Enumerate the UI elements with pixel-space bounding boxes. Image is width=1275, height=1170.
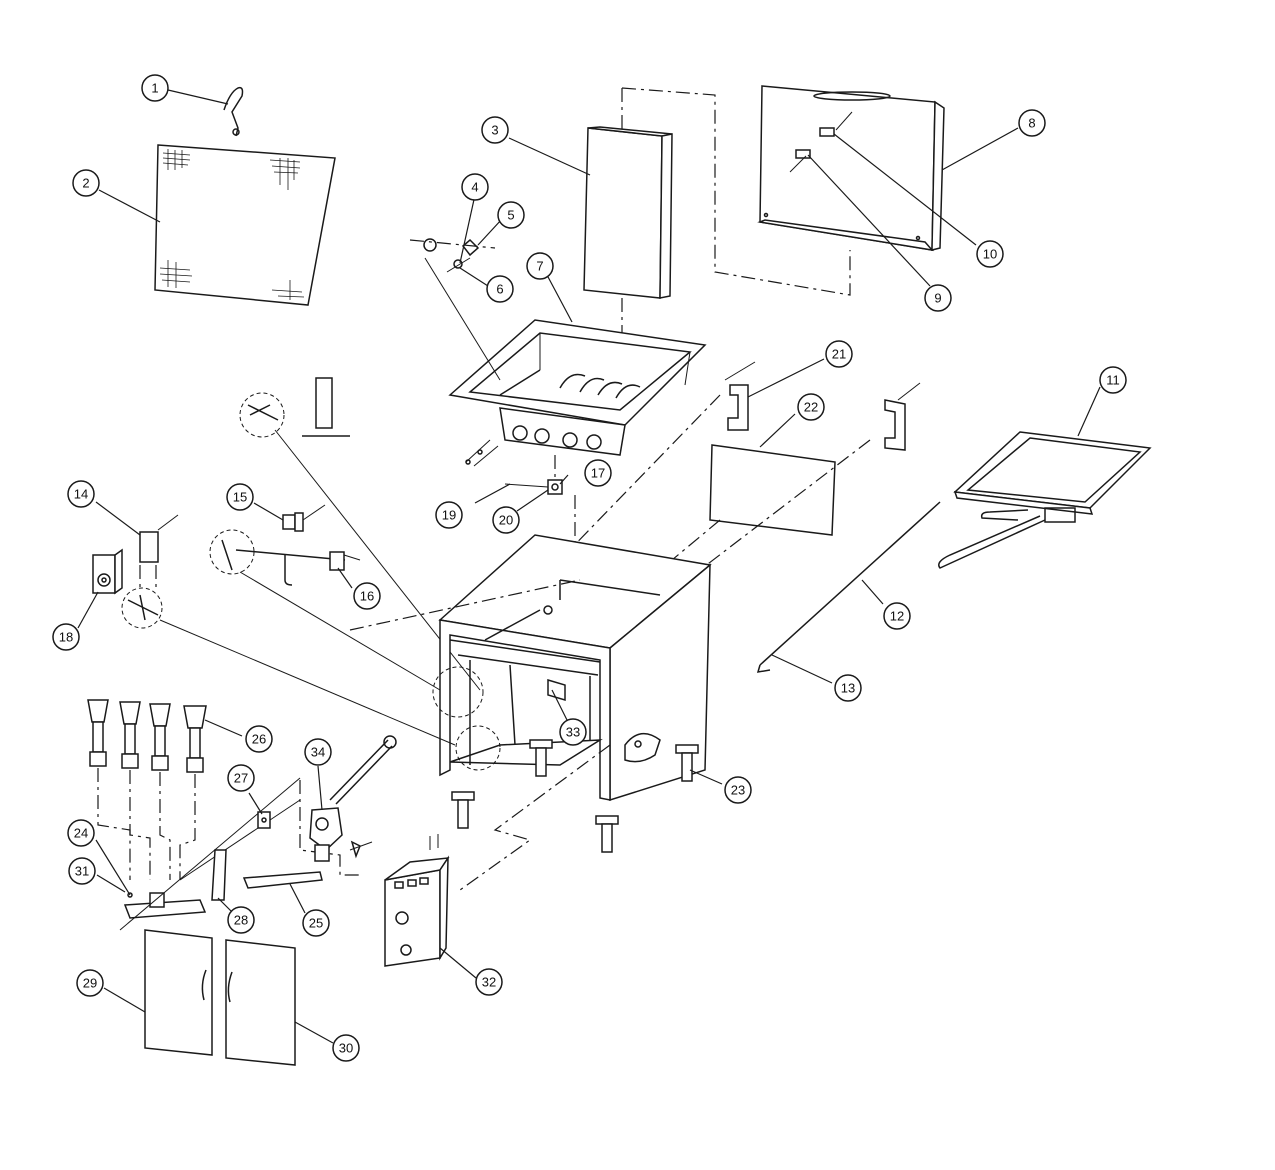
callout-4: 4	[461, 173, 489, 201]
svg-text:29: 29	[83, 976, 97, 991]
part-8-back-panel	[757, 85, 945, 252]
svg-text:3: 3	[491, 123, 498, 138]
callout-8: 8	[1018, 109, 1046, 137]
svg-text:14: 14	[74, 487, 88, 502]
svg-text:19: 19	[442, 508, 456, 523]
svg-text:6: 6	[496, 282, 503, 297]
callout-26: 26	[245, 725, 273, 753]
callout-32: 32	[475, 968, 503, 996]
callout-12: 12	[883, 602, 911, 630]
part-26-burners	[87, 699, 207, 880]
callout-7: 7	[526, 252, 554, 280]
svg-text:9: 9	[934, 291, 941, 306]
callout-24: 24	[67, 819, 95, 847]
callout-33: 33	[559, 718, 587, 746]
svg-text:1: 1	[151, 81, 158, 96]
part-34-gas-valve	[309, 735, 397, 862]
callout-31: 31	[68, 857, 96, 885]
svg-text:27: 27	[234, 771, 248, 786]
svg-text:34: 34	[311, 745, 325, 760]
svg-text:18: 18	[59, 630, 73, 645]
callout-14: 14	[67, 480, 95, 508]
callout-28: 28	[227, 906, 255, 934]
svg-text:25: 25	[309, 916, 323, 931]
callout-5: 5	[497, 201, 525, 229]
svg-text:32: 32	[482, 975, 496, 990]
part-32-control-box	[384, 834, 450, 967]
svg-text:17: 17	[591, 466, 605, 481]
callout-20: 20	[492, 506, 520, 534]
parts-17-19-20-fitting	[504, 455, 576, 560]
part-22-panel	[709, 444, 836, 536]
callout-9: 9	[924, 284, 952, 312]
callout-22: 22	[797, 393, 825, 421]
svg-text:5: 5	[507, 208, 514, 223]
leader-lines	[77, 89, 1101, 1044]
callout-34: 34	[304, 738, 332, 766]
svg-text:4: 4	[471, 180, 478, 195]
callout-29: 29	[76, 969, 104, 997]
callout-23: 23	[724, 776, 752, 804]
svg-text:11: 11	[1106, 373, 1120, 388]
callout-11: 11	[1099, 366, 1127, 394]
svg-text:21: 21	[832, 347, 846, 362]
callout-13: 13	[834, 674, 862, 702]
svg-text:31: 31	[75, 864, 89, 879]
callout-25: 25	[302, 909, 330, 937]
svg-text:30: 30	[339, 1041, 353, 1056]
svg-text:12: 12	[890, 609, 904, 624]
part-1-hook	[223, 86, 244, 137]
callout-27: 27	[227, 764, 255, 792]
part-7-burner-pot	[448, 319, 707, 467]
svg-text:15: 15	[233, 490, 247, 505]
svg-text:16: 16	[360, 589, 374, 604]
callout-18: 18	[52, 623, 80, 651]
svg-text:2: 2	[82, 176, 89, 191]
svg-text:10: 10	[983, 247, 997, 262]
part-12-13-rod	[756, 501, 941, 673]
svg-text:26: 26	[252, 732, 266, 747]
callout-3: 3	[481, 116, 509, 144]
part-3-plate	[583, 126, 673, 299]
callout-15: 15	[226, 483, 254, 511]
callout-19: 19	[435, 501, 463, 529]
svg-text:7: 7	[536, 259, 543, 274]
svg-text:22: 22	[804, 400, 818, 415]
parts-29-30-doors	[144, 929, 296, 1066]
main-cabinet	[432, 534, 712, 802]
callout-16: 16	[353, 582, 381, 610]
svg-text:8: 8	[1028, 116, 1035, 131]
svg-text:24: 24	[74, 826, 88, 841]
callout-17: 17	[584, 459, 612, 487]
bracket-right	[884, 382, 921, 451]
parts-4-5-6-fittings	[409, 238, 501, 381]
cabinet-legs	[451, 739, 699, 853]
parts-14-18	[92, 514, 456, 746]
callout-21: 21	[825, 340, 853, 368]
svg-text:13: 13	[841, 681, 855, 696]
svg-text:28: 28	[234, 913, 248, 928]
parts-25-27-28	[211, 780, 360, 901]
part-11-basket	[938, 431, 1152, 569]
svg-text:33: 33	[566, 725, 580, 740]
parts-15-16	[209, 504, 441, 691]
callout-1: 1	[141, 74, 169, 102]
svg-text:23: 23	[731, 783, 745, 798]
callout-2: 2	[72, 169, 100, 197]
callout-30: 30	[332, 1034, 360, 1062]
parts-24-31-manifold	[119, 777, 301, 931]
svg-text:20: 20	[499, 513, 513, 528]
part-2-panel	[154, 144, 336, 306]
part-21-bracket	[724, 361, 756, 431]
callout-6: 6	[486, 275, 514, 303]
callout-10: 10	[976, 240, 1004, 268]
